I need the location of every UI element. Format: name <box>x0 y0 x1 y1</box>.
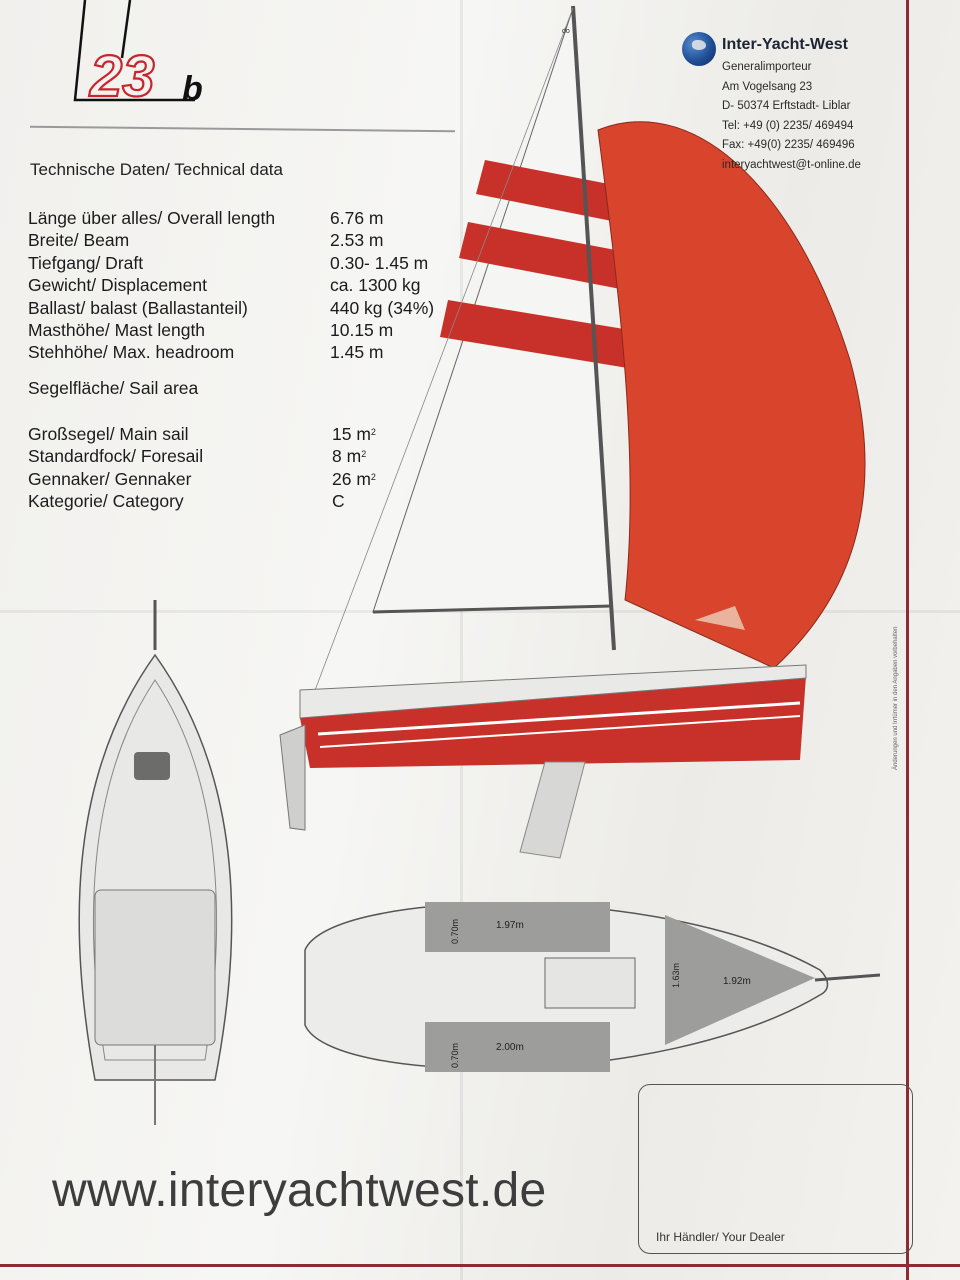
logo-number: 23 <box>89 44 155 109</box>
sail-plan-side-view: do <box>279 5 866 859</box>
globe-land-icon <box>692 40 706 50</box>
logo-frame-line <box>73 0 195 102</box>
importer-tel: Tel: +49 (0) 2235/ 469494 <box>722 119 854 132</box>
sail-value: 15 m2 <box>332 423 376 445</box>
dim-berth-top-length: 1.97m <box>496 920 524 931</box>
spec-value: 1.45 m <box>330 342 384 363</box>
sail-value-text: 26 m <box>332 468 371 489</box>
hull-stripe <box>319 715 801 748</box>
sail-label: Gennaker/ Gennaker <box>28 468 192 489</box>
importer-fax: Fax: +49(0) 2235/ 469496 <box>722 139 855 151</box>
sail-stripe <box>440 300 660 372</box>
sail-label: Kategorie/ Category <box>28 491 184 512</box>
berth-top <box>425 902 610 952</box>
sail-value-text: 15 m <box>332 424 371 444</box>
sail-stripe <box>476 160 640 225</box>
sail-value-exponent: 2 <box>370 471 376 482</box>
spec-label: Länge über alles/ Overall length <box>28 208 276 228</box>
spec-value: 10.15 m <box>330 320 394 341</box>
boom <box>372 604 613 614</box>
spec-row: Breite/ Beam 2.53 m <box>28 229 434 251</box>
spec-value: 6.76 m <box>330 208 384 228</box>
sail-row: Gennaker/ Gennaker 26 m2 <box>28 468 376 490</box>
spec-label: Gewicht/ Displacement <box>28 275 207 296</box>
spec-row: Masthöhe/ Mast length 10.15 m <box>28 319 434 341</box>
hull-side <box>300 676 806 768</box>
logo-suffix: b <box>182 70 203 108</box>
spec-value: 440 kg (34%) <box>330 297 435 318</box>
mast-label: do <box>562 28 570 35</box>
saloon-table <box>544 957 636 1009</box>
sail-label: Großsegel/ Main sail <box>28 424 189 444</box>
sail-stripe <box>459 222 642 292</box>
importer-city: D- 50374 Erftstadt- Liblar <box>722 100 851 112</box>
website-url: www.interyachtwest.de <box>52 1164 547 1217</box>
dim-berth-top-width: 0.70m <box>450 919 460 944</box>
dealer-label: Ihr Händler/ Your Dealer <box>656 1230 785 1244</box>
logo-frame-line-2 <box>120 0 132 59</box>
sail-value-exponent: 2 <box>361 449 367 460</box>
sail-row: Großsegel/ Main sail 15 m2 <box>28 423 376 445</box>
fold-line-horizontal <box>0 610 960 613</box>
gennaker-tack-patch <box>695 606 745 630</box>
cockpit <box>94 889 216 1046</box>
hull-stripe <box>317 701 801 736</box>
mast <box>571 5 616 651</box>
deck-side <box>299 664 807 719</box>
disclaimer-note: Änderungen und Irrtümer in den Angaben v… <box>893 626 899 770</box>
spec-row: Gewicht/ Displacement ca. 1300 kg <box>28 274 434 296</box>
rudder <box>279 724 306 831</box>
interior-layout-plan: 1.97m 0.70m 2.00m 0.70m 1.92m 1.63m <box>304 902 881 1072</box>
keel <box>519 761 586 859</box>
sail-value: C <box>332 490 345 512</box>
v-berth <box>665 915 815 1045</box>
dim-berth-bottom-width: 0.70m <box>450 1043 460 1068</box>
spec-row: Ballast/ balast (Ballastanteil) 440 kg (3… <box>28 297 434 319</box>
importer-role: Generalimporteur <box>722 61 812 73</box>
deck-plan-top-view <box>78 600 233 1125</box>
sail-value-text: C <box>332 491 345 512</box>
spec-value: 2.53 m <box>330 230 384 251</box>
spec-row: Länge über alles/ Overall length 6.76 m <box>28 207 434 229</box>
brand-logo: 23 b <box>73 0 203 110</box>
sail-value: 8 m2 <box>332 445 366 467</box>
sail-area-title: Segelfläche/ Sail area <box>28 378 199 398</box>
sail-value-exponent: 2 <box>370 427 376 437</box>
dim-vberth-width: 1.63m <box>671 963 681 988</box>
technical-data-title: Technische Daten/ Technical data <box>30 160 283 179</box>
berth-bottom <box>425 1022 610 1072</box>
sail-label: Standardfock/ Foresail <box>28 446 204 467</box>
dealer-stamp-box <box>638 1084 913 1254</box>
sail-value-text: 8 m <box>332 446 362 467</box>
spec-label: Ballast/ balast (Ballastanteil) <box>28 297 248 318</box>
frame-border-bottom <box>0 1264 960 1267</box>
forestay <box>299 7 574 731</box>
frame-border-right <box>906 0 909 1280</box>
importer-email: interyachtwest@t-online.de <box>722 158 861 171</box>
importer-details: Generalimporteur Am Vogelsang 23 D- 5037… <box>722 58 861 175</box>
sail-row: Kategorie/ Category C <box>28 490 376 512</box>
importer-name: Inter-Yacht-West <box>722 36 848 53</box>
fold-line-vertical <box>460 0 463 1280</box>
importer-street: Am Vogelsang 23 <box>722 80 813 93</box>
spec-value: ca. 1300 kg <box>330 275 421 296</box>
forward-hatch <box>134 752 170 780</box>
dim-vberth-length: 1.92m <box>723 976 751 987</box>
spec-label: Stehhöhe/ Max. headroom <box>28 342 235 363</box>
bowsprit-plan <box>814 973 881 982</box>
spec-label: Masthöhe/ Mast length <box>28 320 206 341</box>
spec-value: 0.30- 1.45 m <box>330 252 429 273</box>
dim-berth-bottom-length: 2.00m <box>496 1042 524 1053</box>
gennaker-sail <box>597 121 866 669</box>
spec-label: Tiefgang/ Draft <box>28 252 144 273</box>
spec-row: Tiefgang/ Draft 0.30- 1.45 m <box>28 252 434 274</box>
spec-row: Stehhöhe/ Max. headroom 1.45 m <box>28 341 434 363</box>
sail-row: Standardfock/ Foresail 8 m2 <box>28 445 376 467</box>
technical-data-list: Länge über alles/ Overall length 6.76 m B… <box>28 207 434 364</box>
sail-value: 26 m2 <box>332 468 376 490</box>
spec-label: Breite/ Beam <box>28 230 130 251</box>
